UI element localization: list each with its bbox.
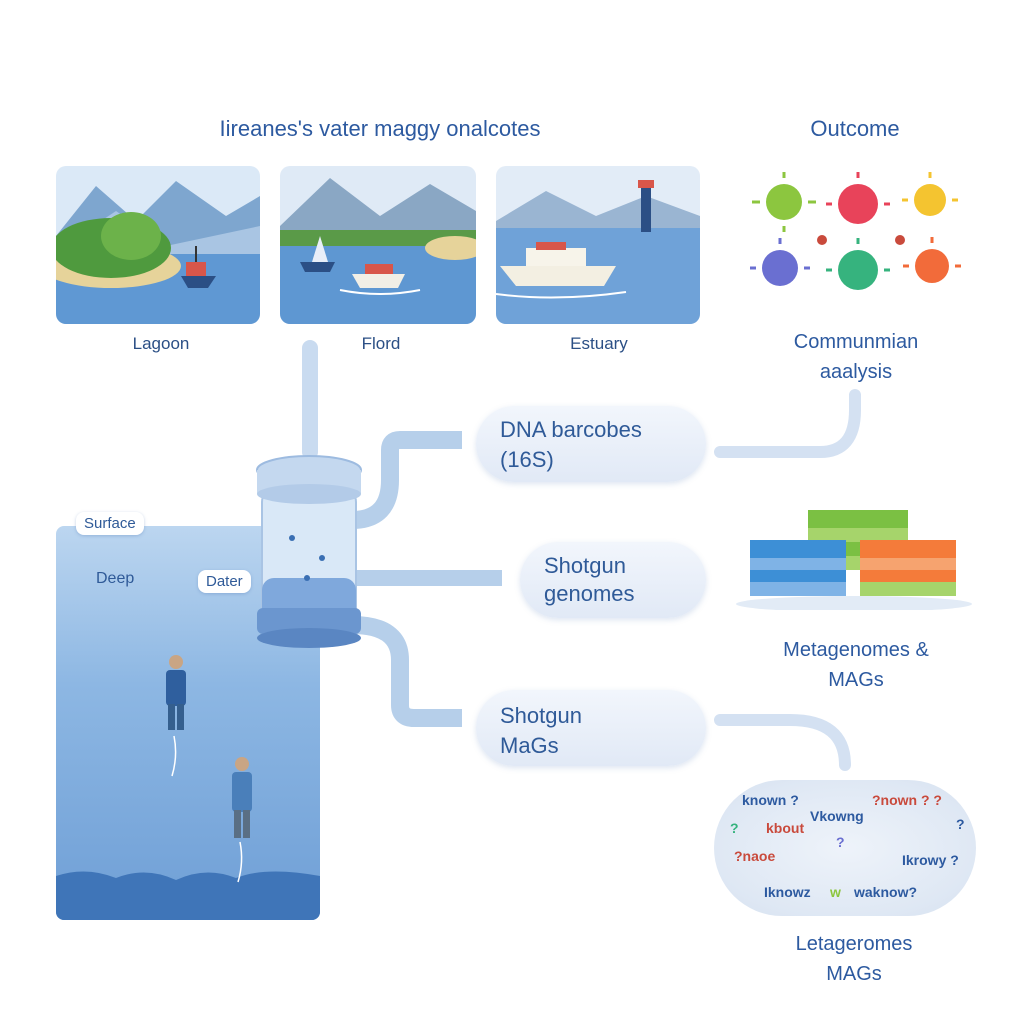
- cloud-word: ?: [836, 834, 845, 850]
- estuary-scene: [496, 166, 700, 324]
- outcome-2-line1: Metagenomes &: [783, 639, 929, 661]
- outcome-2-line2: MAGs: [828, 669, 884, 691]
- cloud-word: w: [830, 884, 841, 900]
- cloud-word: Ikrowy ?: [902, 852, 959, 868]
- stack-orange-icon: [860, 540, 956, 596]
- fjord-label: Flord: [361, 334, 401, 353]
- method-16s-line2: (16S): [500, 447, 554, 472]
- cloud-word: ?: [956, 816, 965, 832]
- cloud-word: waknow?: [854, 884, 918, 900]
- stack-blue-icon: [750, 540, 846, 596]
- fjord-scene: [280, 166, 476, 324]
- estuary-label: Estuary: [570, 334, 628, 353]
- deep-label: Deep: [96, 570, 135, 587]
- microbe-orange-icon: [903, 237, 961, 283]
- microbe-teal-icon: [826, 238, 890, 290]
- method-pill-shotgun-genomes: [520, 542, 706, 618]
- outcome-1-line2: aaalysis: [819, 361, 893, 383]
- method-genomes-line2: genomes: [544, 581, 635, 606]
- lagoon-scene: [56, 166, 260, 324]
- cloud-word: ?: [730, 820, 739, 836]
- data-stack-icons: [736, 510, 972, 610]
- surface-callout: Surface: [76, 512, 144, 535]
- method-pill-16s: [476, 406, 706, 482]
- cloud-word: known ?: [742, 792, 799, 808]
- microbe-red-icon: [826, 172, 890, 224]
- lagoon-label: Lagoon: [132, 334, 190, 353]
- filter-canister: [256, 455, 362, 648]
- cloud-word: kbout: [766, 820, 805, 836]
- method-mags-line2: MaGs: [500, 733, 559, 758]
- method-pill-shotgun-mags: [476, 690, 706, 766]
- microbe-blue-icon: [750, 238, 810, 286]
- diagram-title: Iireanes's vater maggy onalcotes: [219, 116, 541, 141]
- cloud-word: Iknowz: [764, 884, 811, 900]
- diver-figure-2: [232, 757, 252, 883]
- outcome-1-line1: Communmian: [793, 331, 919, 353]
- outcome-3-line1: Letageromes: [795, 933, 913, 955]
- diver-figure-1: [166, 655, 186, 777]
- cloud-word: Vkowng: [810, 808, 864, 824]
- cloud-word: ?naoe: [734, 848, 776, 864]
- outcome-title: Outcome: [810, 116, 900, 141]
- unknown-word-cloud: known ? ?nown ? ? kbout Vkowng ? ?naoe ?…: [714, 780, 976, 916]
- cloud-word: ?nown ? ?: [872, 792, 942, 808]
- microbe-icons: [750, 172, 961, 290]
- method-mags-line1: Shotgun: [500, 703, 582, 728]
- microbe-yellow-icon: [902, 172, 958, 216]
- method-genomes-line1: Shotgun: [544, 553, 626, 578]
- microbe-green-icon: [752, 172, 816, 232]
- method-16s-line1: DNA barcobes: [500, 417, 642, 442]
- water-callout: Dater: [198, 570, 251, 593]
- outcome-3-line2: MAGs: [826, 963, 882, 985]
